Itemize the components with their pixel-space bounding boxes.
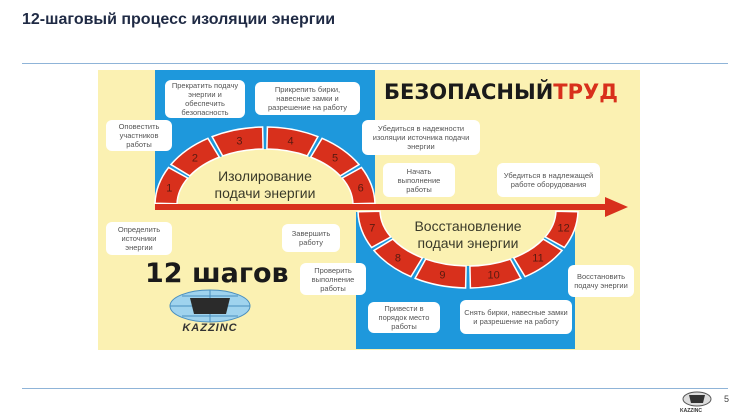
footer-logo-icon [682, 391, 712, 407]
step-box-notify: Оповестить участников работы [106, 120, 172, 151]
top-divider [22, 63, 728, 64]
lower-arc-fill [380, 210, 556, 266]
upper-segment-2 [169, 137, 221, 177]
lower-step-number: 7 [369, 222, 375, 234]
upper-segment-1 [154, 166, 190, 205]
process-arrow-head-icon [605, 197, 628, 217]
steps-heading: 12 шагов [145, 258, 289, 289]
lower-segment-9 [414, 258, 467, 289]
lower-step-number: 12 [558, 222, 570, 234]
step-box-tidy: Привести в порядок место работы [368, 302, 440, 333]
lower-segment-11 [512, 238, 564, 278]
globe-logo-icon [169, 289, 251, 323]
page-number: 5 [724, 394, 730, 404]
lower-step-number: 9 [439, 270, 445, 282]
lower-step-number: 11 [532, 252, 543, 264]
step-box-finish: Завершить работу [282, 224, 340, 252]
step-box-restore: Восстановить подачу энергии [568, 265, 634, 297]
upper-step-number: 1 [166, 183, 172, 195]
upper-segment-6 [340, 166, 376, 205]
page-title: 12-шаговый процесс изоляции энергии [22, 11, 336, 28]
upper-segment-4 [266, 126, 319, 157]
lower-segment-8 [372, 238, 424, 278]
step-box-verify-isolation: Убедиться в надежности изоляции источник… [362, 120, 480, 155]
bottom-divider [22, 388, 728, 389]
upper-arc-label: Изолирование подачи энергии [214, 168, 316, 201]
brand-logo: БЕЗОПАСНЫЙТРУД [384, 80, 618, 104]
logo-text: KAZZINC [182, 322, 238, 334]
footer-logo-text: KAZZINC [680, 408, 702, 414]
lower-step-number: 10 [487, 270, 499, 282]
upper-step-number: 3 [236, 135, 242, 147]
step-box-check: Проверить выполнение работы [300, 263, 366, 295]
lower-arc-label: Восстановление подачи энергии [414, 218, 522, 251]
step-box-verify-equipment: Убедиться в надлежащей работе оборудован… [497, 163, 600, 197]
upper-step-number: 5 [332, 153, 338, 165]
step-box-attach: Прикрепить бирки, навесные замки и разре… [255, 82, 360, 115]
upper-segment-3 [211, 126, 264, 157]
lower-segment-10 [469, 258, 522, 289]
process-arrow-shaft [155, 204, 610, 210]
step-box-start: Начать выполнение работы [383, 163, 455, 197]
upper-step-number: 2 [192, 153, 198, 165]
upper-segment-5 [309, 137, 361, 177]
lower-step-number: 8 [395, 252, 401, 264]
step-box-stop: Прекратить подачу энергии и обеспечить б… [165, 80, 245, 118]
step-box-identify: Определить источники энергии [106, 222, 172, 255]
upper-step-number: 6 [358, 183, 364, 195]
lower-segment-7 [357, 210, 393, 249]
step-box-remove: Снять бирки, навесные замки и разрешение… [460, 300, 572, 334]
upper-arc-fill [177, 149, 353, 205]
upper-step-number: 4 [288, 135, 294, 147]
lower-segment-12 [543, 210, 579, 249]
